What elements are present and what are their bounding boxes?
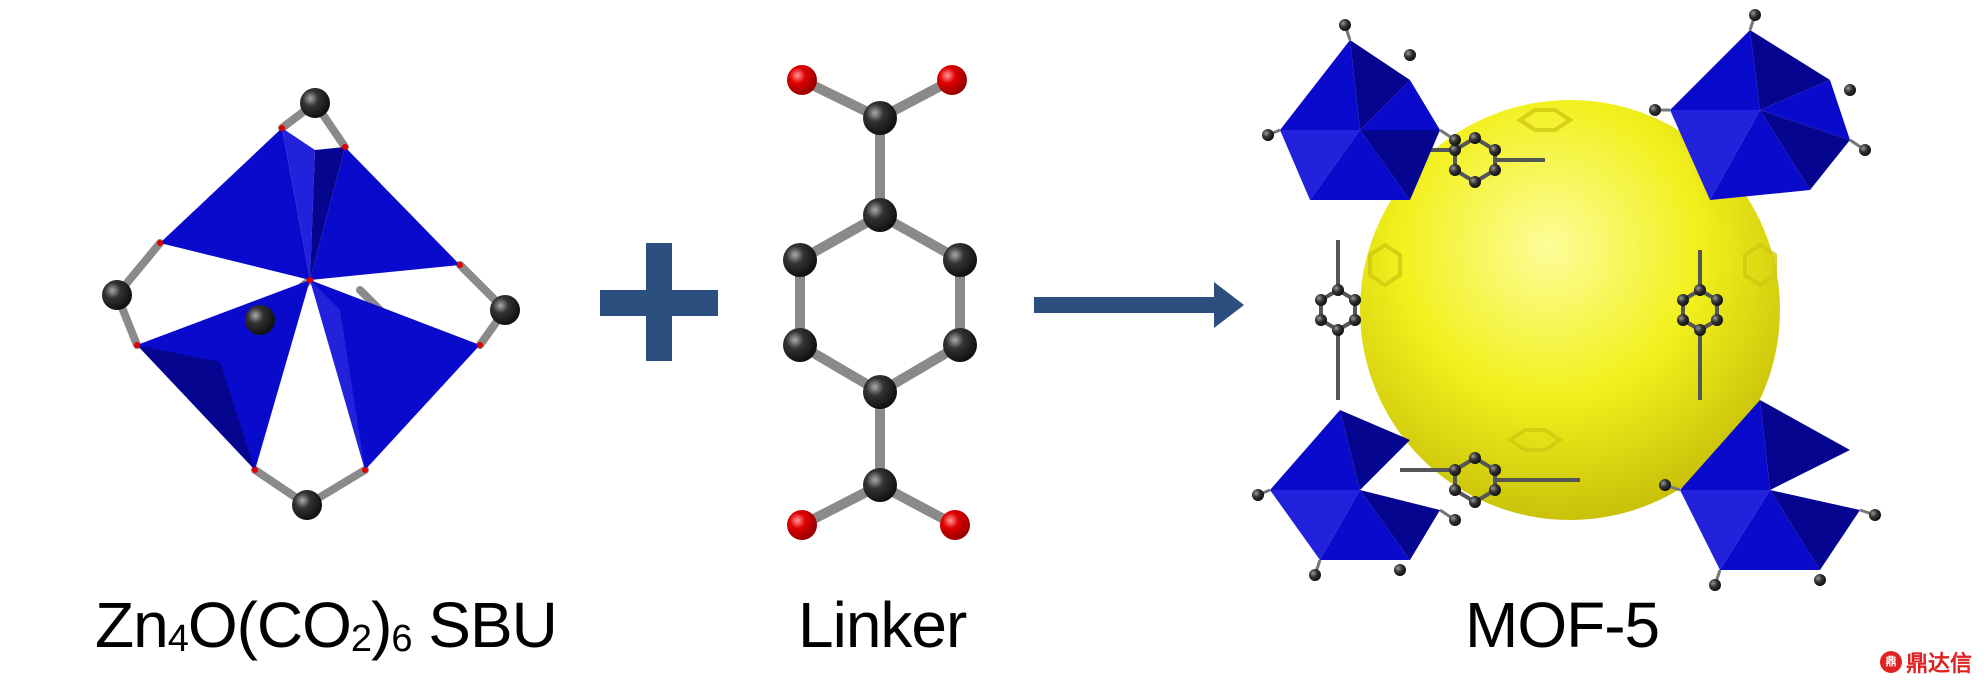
plus-icon: [600, 243, 720, 363]
sbu-label-sub-4: 4: [167, 618, 189, 660]
sbu-label-zn: Zn: [95, 589, 169, 661]
watermark: 鼎 鼎达信: [1880, 648, 1972, 676]
logo-icon: 鼎: [1880, 651, 1902, 673]
sbu-label-sub-2: 2: [350, 618, 372, 660]
linker-structure: [700, 0, 1100, 600]
watermark-text: 鼎达信: [1906, 651, 1973, 676]
sbu-label-close: ): [371, 589, 392, 661]
sbu-cluster-bottom-left: [1252, 410, 1461, 581]
sbu-cluster-top-left: [1262, 19, 1461, 200]
right-arrow-icon: [1030, 280, 1250, 330]
mof-label: MOF-5: [1465, 589, 1660, 661]
linker-bonds: [795, 75, 965, 530]
sbu-oxygens: [134, 125, 483, 473]
linker-label: Linker: [798, 589, 967, 661]
sbu-cluster-top-right: [1649, 9, 1871, 200]
sbu-tetrahedra: [137, 128, 480, 470]
mof5-structure: [1240, 0, 1900, 620]
sbu-carbons: [102, 88, 520, 520]
linker-atoms: [1315, 132, 1723, 508]
pore-sphere: [1360, 100, 1780, 520]
background-linkers: [1368, 108, 1777, 452]
linker-carbons: [783, 101, 977, 502]
sbu-label-tail: SBU: [411, 589, 558, 661]
linker-oxygens: [787, 65, 970, 540]
sbu-label: Zn4O(CO2)6 SBU: [95, 588, 558, 662]
sbu-label-oco: O(CO: [187, 589, 352, 661]
sbu-label-sub-6: 6: [391, 618, 412, 660]
sbu-structure: [60, 0, 580, 600]
sbu-cluster-bottom-right: [1659, 400, 1881, 591]
